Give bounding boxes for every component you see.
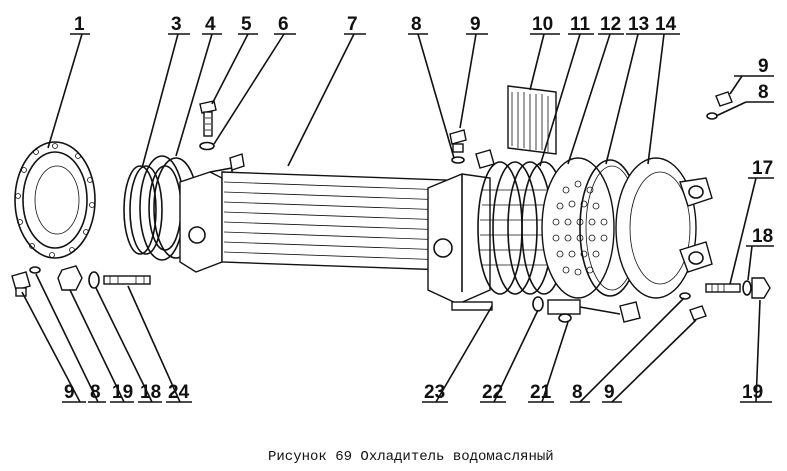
part-8-right-washer <box>706 112 718 120</box>
part-8-top-washer <box>451 156 465 164</box>
part-14-end-cover <box>615 157 713 299</box>
part-21-drain-valve <box>547 299 641 323</box>
part-19-right-nut <box>751 277 771 299</box>
label-1: 1 <box>74 14 85 35</box>
label-18-right: 18 <box>752 226 773 247</box>
label-13: 13 <box>628 14 649 35</box>
part-9-left-plug <box>11 271 31 297</box>
label-23: 23 <box>424 382 445 403</box>
label-19-right: 19 <box>742 382 763 403</box>
label-7: 7 <box>347 14 358 35</box>
label-5: 5 <box>241 14 252 35</box>
label-18-bottom-left: 18 <box>140 382 161 403</box>
label-22: 22 <box>482 382 503 403</box>
label-10: 10 <box>532 14 553 35</box>
figure-caption: Рисунок 69 Охладитель водомасляный <box>268 448 554 465</box>
part-10-baffle-sheet <box>507 85 557 155</box>
label-9-right: 9 <box>758 56 769 77</box>
part-1-gasket-plate <box>14 141 96 259</box>
label-14: 14 <box>655 14 677 35</box>
part-12-tube-sheet <box>541 157 615 299</box>
part-22-washer <box>532 296 544 312</box>
label-8-bottom-right: 8 <box>572 382 583 403</box>
label-17: 17 <box>752 158 773 179</box>
part-6-washer <box>199 141 215 151</box>
part-9-right-plug <box>715 91 733 107</box>
part-9-lower-plug <box>689 305 707 321</box>
label-8-bottom-left: 8 <box>90 382 101 403</box>
label-24: 24 <box>168 382 190 403</box>
part-18-left-washer <box>88 271 100 289</box>
part-19-left-nut <box>57 265 83 291</box>
right-flange-block <box>427 149 495 311</box>
part-24-stud <box>103 275 151 285</box>
label-12: 12 <box>600 14 621 35</box>
part-18-right-washer <box>742 280 752 296</box>
label-21: 21 <box>530 382 552 403</box>
label-11: 11 <box>570 14 591 35</box>
label-9-top: 9 <box>470 14 481 35</box>
part-17-stud <box>705 283 741 293</box>
part-8-lower-washer <box>679 292 691 300</box>
callouts: 1 3 4 5 6 7 8 9 10 11 12 13 <box>21 14 774 403</box>
part-3-end-cover <box>123 165 163 255</box>
label-6: 6 <box>278 14 289 35</box>
part-5-plug-bolt <box>199 100 217 137</box>
label-3: 3 <box>171 14 182 35</box>
label-9-bottom-right: 9 <box>604 382 615 403</box>
label-19-bottom-left: 19 <box>112 382 133 403</box>
label-4: 4 <box>205 14 216 35</box>
label-9-bottom-left: 9 <box>64 382 75 403</box>
part-7-shell-body <box>221 171 447 271</box>
part-8-left-washer <box>29 266 41 274</box>
label-8-top: 8 <box>411 14 422 35</box>
label-8-right: 8 <box>758 82 769 103</box>
part-9-top-plug <box>449 129 467 153</box>
